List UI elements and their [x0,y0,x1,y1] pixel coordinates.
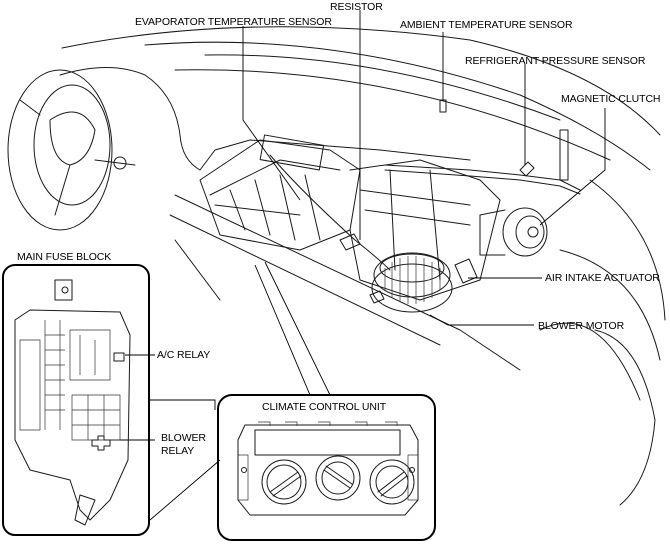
label-blower-relay-line1: BLOWER [161,432,206,444]
compressor [479,207,548,257]
leader-lines [108,10,606,441]
main-fuse-block-inset [2,264,150,536]
label-evaporator-temperature-sensor: EVAPORATOR TEMPERATURE SENSOR [135,16,332,28]
label-main-fuse-block: MAIN FUSE BLOCK [17,251,112,263]
blower-fan [371,252,453,313]
wiring-harness [269,154,478,304]
hvac-unit [199,134,501,301]
windshield-lines [61,26,661,171]
label-resistor: RESISTOR [330,1,383,13]
climate-control-unit-inset [217,394,436,541]
label-blower-relay-line2: RELAY [161,445,195,457]
wheel-arch [539,179,666,506]
label-magnetic-clutch: MAGNETIC CLUTCH [561,93,661,105]
label-climate-control-unit: CLIMATE CONTROL UNIT [262,401,387,413]
label-air-intake-actuator: AIR INTAKE ACTUATOR [545,272,660,284]
steering-wheel [7,69,136,231]
inset-connectors [149,261,331,521]
refrigerant-pipes [384,99,581,195]
label-blower-motor: BLOWER MOTOR [538,320,625,332]
dashboard-outline [59,67,521,371]
label-ambient-temperature-sensor: AMBIENT TEMPERATURE SENSOR [400,19,573,31]
label-refrigerant-pressure-sensor: REFRIGERANT PRESSURE SENSOR [465,55,646,67]
label-ac-relay: A/C RELAY [157,349,211,361]
